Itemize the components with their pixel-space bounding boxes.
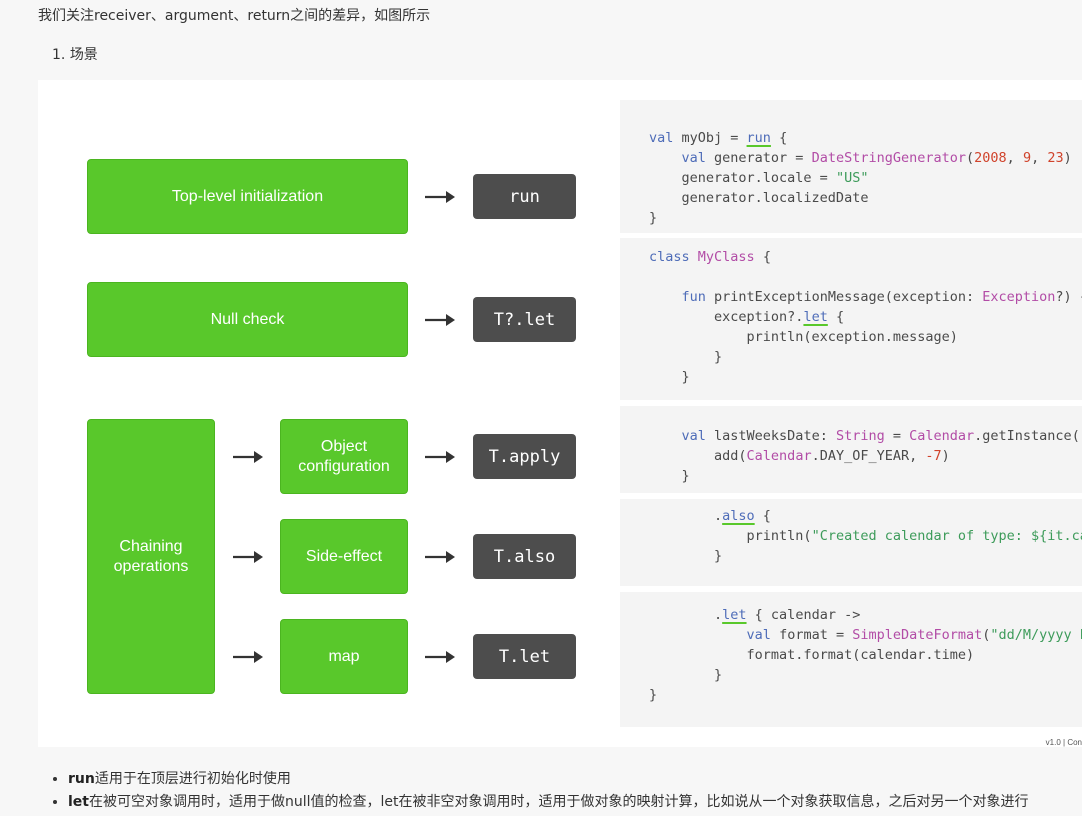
arrow-right-icon — [233, 551, 263, 563]
section-heading: 1. 场景 — [52, 44, 98, 64]
code-line: format.format(calendar.time) — [649, 647, 975, 663]
code-line: add(Calendar.DAY_OF_YEAR, -7) — [649, 448, 950, 464]
code-line: exception?.let { — [649, 309, 845, 325]
notes-list: run适用于在顶层进行初始化时使用 let在被可空对象调用时，适用于做null值… — [38, 770, 1082, 816]
apply-function-box: T.apply — [473, 434, 576, 479]
object-config-box: Object configuration — [280, 419, 408, 494]
note-text: 适用于在顶层进行初始化时使用 — [94, 771, 291, 787]
arrow-right-icon — [233, 651, 263, 663]
let-nullable-function-box: T?.let — [473, 297, 576, 342]
intro-text: 我们关注receiver、argument、return之间的差异，如图所示 — [38, 8, 431, 24]
note-text: 在被可空对象调用时，适用于做null值的检查，let在被非空对象调用时，适用于做… — [89, 794, 1029, 810]
code-line: } — [649, 548, 723, 564]
code-block-let-nullable: class MyClass { fun printExceptionMessag… — [620, 238, 1082, 400]
arrow-right-icon — [425, 191, 455, 203]
code-line: .also { — [649, 508, 771, 524]
arrow-right-icon — [233, 451, 263, 463]
arrow-right-icon — [425, 551, 455, 563]
code-line: val generator = DateStringGenerator(2008… — [681, 150, 1072, 166]
let-function-box: T.let — [473, 634, 576, 679]
code-line — [649, 269, 657, 285]
code-line: } — [649, 468, 690, 484]
version-label: v1.0 | Con — [1045, 738, 1082, 747]
code-line: } — [649, 687, 658, 703]
also-function-box: T.also — [473, 534, 576, 579]
code-line: } — [649, 349, 723, 365]
note-term: let — [68, 794, 89, 810]
arrow-right-icon — [425, 651, 455, 663]
run-function-box: run — [473, 174, 576, 219]
code-line: val format = SimpleDateFormat("dd/M/yyyy… — [746, 627, 1082, 643]
list-item: run适用于在顶层进行初始化时使用 — [68, 770, 1082, 788]
scope-functions-figure: Top-level initialization Null check Chai… — [38, 80, 1082, 747]
top-level-box: Top-level initialization — [87, 159, 408, 234]
code-line: } — [649, 210, 658, 226]
code-block-let: .let { calendar -> val format = SimpleDa… — [620, 592, 1082, 727]
map-box: map — [280, 619, 408, 694]
chaining-box: Chaining operations — [87, 419, 215, 694]
code-line: println("Created calendar of type: ${it.… — [649, 528, 1082, 544]
section-number: 1. — [52, 47, 66, 63]
code-line: .let { calendar -> — [649, 607, 861, 623]
code-block-apply: val lastWeeksDate: String = Calendar.get… — [620, 406, 1082, 493]
null-check-box: Null check — [87, 282, 408, 357]
code-line: println(exception.message) — [649, 329, 958, 345]
code-line: val lastWeeksDate: String = Calendar.get… — [681, 428, 1082, 444]
code-block-also: .also { println("Created calendar of typ… — [620, 499, 1082, 586]
code-line: } — [649, 667, 723, 683]
code-line: generator.localizedDate — [649, 190, 869, 206]
arrow-right-icon — [425, 451, 455, 463]
arrow-right-icon — [425, 314, 455, 326]
list-item: let在被可空对象调用时，适用于做null值的检查，let在被非空对象调用时，适… — [68, 793, 1082, 811]
note-term: run — [68, 771, 95, 787]
code-block-run: val myObj = run { val generator = DateSt… — [620, 100, 1082, 233]
side-effect-box: Side-effect — [280, 519, 408, 594]
section-title: 场景 — [69, 47, 98, 63]
code-line: fun printExceptionMessage(exception: Exc… — [681, 289, 1082, 305]
code-line: generator.locale = "US" — [649, 170, 869, 186]
code-line: } — [649, 369, 690, 385]
code-line: val myObj = run { — [649, 130, 788, 146]
code-line: class MyClass { — [649, 249, 771, 265]
